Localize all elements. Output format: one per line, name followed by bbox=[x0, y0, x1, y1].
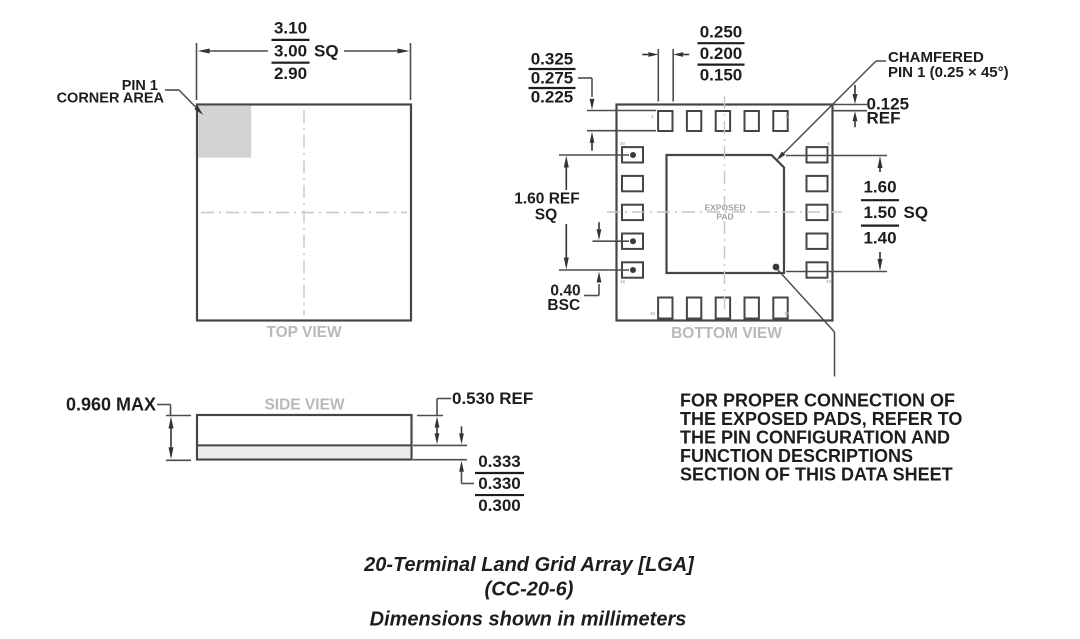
svg-text:PAD: PAD bbox=[716, 212, 733, 222]
svg-text:(CC-20-6): (CC-20-6) bbox=[485, 579, 574, 601]
svg-text:BSC: BSC bbox=[547, 297, 580, 314]
svg-text:3.00: 3.00 bbox=[274, 41, 307, 60]
svg-text:0.330: 0.330 bbox=[478, 474, 521, 493]
svg-text:0.960 MAX: 0.960 MAX bbox=[66, 395, 156, 415]
svg-text:REF: REF bbox=[867, 109, 901, 128]
svg-text:0.150: 0.150 bbox=[700, 65, 743, 84]
svg-text:CHAMFERED: CHAMFERED bbox=[888, 49, 984, 66]
svg-text:FUNCTION DESCRIPTIONS: FUNCTION DESCRIPTIONS bbox=[680, 446, 913, 466]
svg-text:10: 10 bbox=[826, 279, 832, 284]
svg-text:0.250: 0.250 bbox=[700, 23, 743, 42]
svg-text:15: 15 bbox=[650, 311, 656, 316]
svg-text:1.60 REF: 1.60 REF bbox=[514, 191, 579, 208]
svg-text:16: 16 bbox=[620, 279, 626, 284]
svg-text:3.10: 3.10 bbox=[274, 19, 307, 38]
svg-text:1.60: 1.60 bbox=[863, 178, 896, 197]
svg-text:6: 6 bbox=[827, 141, 830, 146]
svg-text:SQ: SQ bbox=[314, 41, 339, 60]
svg-text:CORNER AREA: CORNER AREA bbox=[57, 91, 165, 107]
svg-text:SQ: SQ bbox=[535, 207, 557, 224]
svg-text:FOR PROPER CONNECTION OF: FOR PROPER CONNECTION OF bbox=[680, 390, 955, 410]
svg-text:SQ: SQ bbox=[904, 203, 929, 222]
svg-text:2.90: 2.90 bbox=[274, 64, 307, 83]
svg-text:0.40: 0.40 bbox=[550, 283, 580, 300]
svg-text:SIDE VIEW: SIDE VIEW bbox=[264, 397, 344, 414]
svg-text:20: 20 bbox=[620, 141, 626, 146]
svg-text:TOP VIEW: TOP VIEW bbox=[266, 324, 342, 341]
svg-text:0.300: 0.300 bbox=[478, 496, 521, 515]
svg-text:1.40: 1.40 bbox=[863, 228, 896, 247]
svg-text:THE EXPOSED PADS, REFER TO: THE EXPOSED PADS, REFER TO bbox=[680, 409, 962, 429]
svg-text:Dimensions shown in millimeter: Dimensions shown in millimeters bbox=[370, 609, 687, 631]
svg-text:0.333: 0.333 bbox=[478, 452, 521, 471]
svg-text:5: 5 bbox=[786, 114, 789, 119]
svg-text:PIN 1: PIN 1 bbox=[122, 78, 158, 94]
svg-text:PIN 1 (0.25 × 45°): PIN 1 (0.25 × 45°) bbox=[888, 64, 1009, 81]
svg-text:0.200: 0.200 bbox=[700, 44, 743, 63]
svg-text:0.125: 0.125 bbox=[867, 95, 910, 114]
svg-text:0.225: 0.225 bbox=[531, 88, 574, 107]
svg-text:1: 1 bbox=[651, 114, 654, 119]
svg-text:BOTTOM VIEW: BOTTOM VIEW bbox=[671, 325, 782, 342]
svg-text:11: 11 bbox=[784, 311, 789, 316]
svg-text:20-Terminal Land Grid Array [L: 20-Terminal Land Grid Array [LGA] bbox=[363, 554, 695, 576]
svg-text:1.50: 1.50 bbox=[863, 203, 896, 222]
svg-text:THE PIN CONFIGURATION AND: THE PIN CONFIGURATION AND bbox=[680, 428, 950, 448]
svg-text:SECTION OF THIS DATA SHEET: SECTION OF THIS DATA SHEET bbox=[680, 465, 953, 485]
svg-text:0.275: 0.275 bbox=[531, 69, 574, 88]
svg-text:0.325: 0.325 bbox=[531, 50, 574, 69]
svg-text:0.530 REF: 0.530 REF bbox=[452, 389, 533, 408]
